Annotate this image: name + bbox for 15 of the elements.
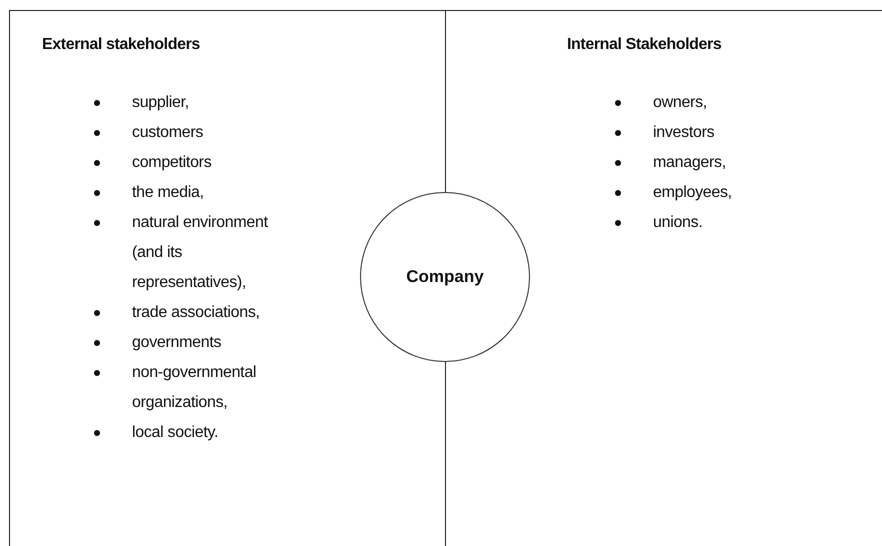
circle-label: Company bbox=[406, 267, 484, 287]
list-item: local society. bbox=[94, 418, 274, 448]
list-item: managers, bbox=[615, 148, 815, 178]
panel-heading: External stakeholders bbox=[42, 36, 200, 54]
list-item: unions. bbox=[615, 208, 815, 238]
list-item: the media, bbox=[94, 178, 274, 208]
list-item: trade associations, bbox=[94, 298, 274, 328]
list-item: supplier, bbox=[94, 88, 274, 118]
panel-heading: Internal Stakeholders bbox=[567, 36, 722, 54]
list-item: employees, bbox=[615, 178, 815, 208]
list-item: customers bbox=[94, 118, 274, 148]
list-item: competitors bbox=[94, 148, 274, 178]
list-item: owners, bbox=[615, 88, 815, 118]
list-item: governments bbox=[94, 328, 274, 358]
list-item: investors bbox=[615, 118, 815, 148]
